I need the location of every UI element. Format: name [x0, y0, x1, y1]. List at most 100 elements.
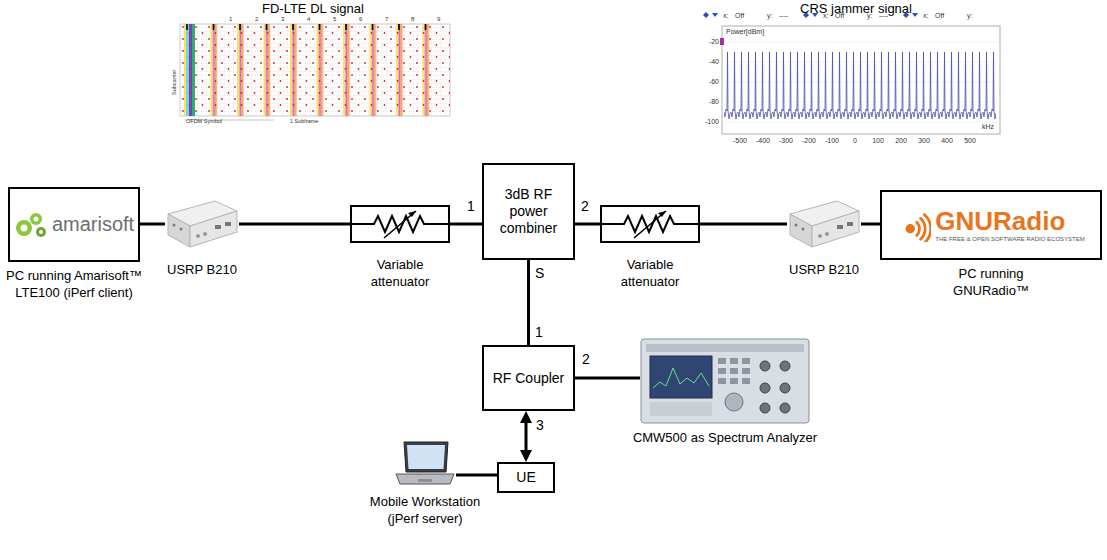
drawing-part	[812, 211, 859, 247]
drawing-part	[33, 216, 38, 221]
port-number: 1	[467, 199, 475, 214]
caption-text: PC running GNURadio™	[941, 266, 1041, 300]
drawing-part	[180, 24, 450, 116]
plot-annotation: OFDM Symbol	[186, 118, 222, 124]
caption-text: CMW500 as Spectrum Analyzer	[625, 430, 825, 447]
cmw500-instrument	[640, 338, 810, 424]
plot-annotation: x:	[923, 12, 928, 20]
drawing-part	[802, 228, 805, 231]
drawing-part	[725, 393, 743, 411]
spectrum-analyzer: CMW500 as Spectrum Analyzer	[625, 338, 825, 447]
drawing-part	[837, 225, 843, 229]
plot-annotation: Off	[735, 12, 744, 20]
drawing-part	[912, 13, 918, 17]
signal-wire	[575, 377, 640, 380]
drawing-part	[718, 358, 726, 364]
usrp-device	[787, 198, 861, 250]
drawing-part	[418, 479, 432, 482]
plot-annotation: -200	[797, 137, 821, 145]
drawing-part	[718, 378, 726, 384]
drawing-part	[760, 383, 770, 393]
plot-annotation: 3	[281, 16, 284, 23]
plot-annotation: ----	[879, 12, 888, 20]
ue-box: UE	[497, 462, 555, 493]
plot-annotation: Off	[935, 12, 944, 20]
drawing-part	[795, 224, 798, 227]
coupler-box-shape: RF Coupler	[482, 345, 575, 411]
laptop-workstation: Mobile Workstation (jPerf server)	[360, 440, 490, 528]
variable-attenuator-shape	[600, 205, 700, 243]
drawing-part	[760, 361, 770, 371]
plot-annotation: kHz	[982, 123, 994, 131]
signal-wire	[700, 223, 787, 226]
usrp-device-shape	[165, 198, 239, 250]
logo-text-group: GNURadioTHE FREE & OPEN SOFTWARE RADIO E…	[935, 208, 1084, 242]
drawing-part	[650, 356, 712, 398]
signal-title: FD-LTE DL signal	[262, 2, 364, 16]
plot-annotation: 7	[385, 16, 388, 23]
drawing-part	[20, 224, 27, 231]
drawing-part	[39, 230, 43, 234]
drawing-part	[712, 13, 718, 17]
plot-annotation: y:	[767, 12, 772, 20]
plot-annotation: 8	[411, 16, 414, 23]
drawing-part	[173, 224, 176, 227]
lte-grid	[180, 24, 450, 120]
drawing-part	[180, 228, 183, 231]
drawing-part	[646, 344, 804, 352]
drawing-part	[404, 442, 448, 472]
spectrum-analyzer-shape	[640, 338, 810, 424]
drawing-part	[634, 211, 666, 238]
drawing-part	[16, 220, 32, 236]
drawing-part	[730, 378, 738, 384]
plot-annotation: x:	[723, 12, 728, 20]
signal-title: CRS jammer signal	[800, 2, 912, 16]
box-label: 3dB RF power combiner	[490, 186, 567, 236]
drawing-part	[225, 222, 231, 226]
signal-wire	[575, 223, 600, 226]
drawing-part	[730, 368, 738, 374]
drawing-part	[718, 358, 750, 384]
plot-annotation: 300	[912, 137, 936, 145]
plot-annotation: 1	[229, 16, 232, 23]
port-number: 1	[535, 325, 543, 340]
spectrum-plot	[703, 12, 1000, 134]
pc-gnuradio-box: GNURadioTHE FREE & OPEN SOFTWARE RADIO E…	[880, 190, 1102, 300]
drawing-part	[825, 232, 829, 236]
signal-wire	[239, 223, 350, 226]
plot-annotation: Power[dBm]	[726, 28, 764, 36]
box-label: UE	[516, 469, 535, 486]
signal-wire	[861, 223, 880, 226]
drawing-part	[718, 368, 726, 374]
plot-annotation: ----	[779, 12, 788, 20]
plot-annotation: -300	[774, 137, 798, 145]
plot-annotation: Off	[835, 12, 844, 20]
drawing-part	[703, 12, 709, 18]
plot-annotation: 1 Subframe	[290, 118, 318, 124]
pc-gnuradio-box-shape: GNURadioTHE FREE & OPEN SOFTWARE RADIO E…	[880, 190, 1102, 260]
box-label: RF Coupler	[493, 370, 565, 387]
drawing-part	[780, 403, 790, 413]
logo-text: GNURadio	[935, 208, 1065, 234]
caption-text: Mobile Workstation (jPerf server)	[363, 494, 488, 528]
drawing-part	[790, 214, 812, 247]
drawing-part	[641, 339, 809, 423]
drawing-part	[847, 222, 853, 226]
plot-annotation: -100	[698, 118, 719, 126]
usrp-device	[165, 198, 239, 250]
plot-annotation: 9	[437, 16, 440, 23]
plot-annotation: 0	[843, 137, 867, 145]
drawing-part	[396, 474, 454, 484]
plot-annotation: -100	[820, 137, 844, 145]
plot-annotation: -60	[698, 78, 719, 86]
drawing-part	[215, 225, 221, 229]
drawing-part	[653, 368, 709, 388]
pc-amarisoft-box-shape: amarisoft	[8, 187, 140, 262]
combiner-box: 3dB RF power combiner	[482, 163, 575, 260]
ue-box-shape: UE	[497, 462, 555, 493]
drawing-part	[722, 26, 1000, 134]
drawing-part	[203, 232, 207, 236]
signal-wire	[527, 260, 530, 345]
caption-text: Variable attenuator	[355, 257, 445, 291]
